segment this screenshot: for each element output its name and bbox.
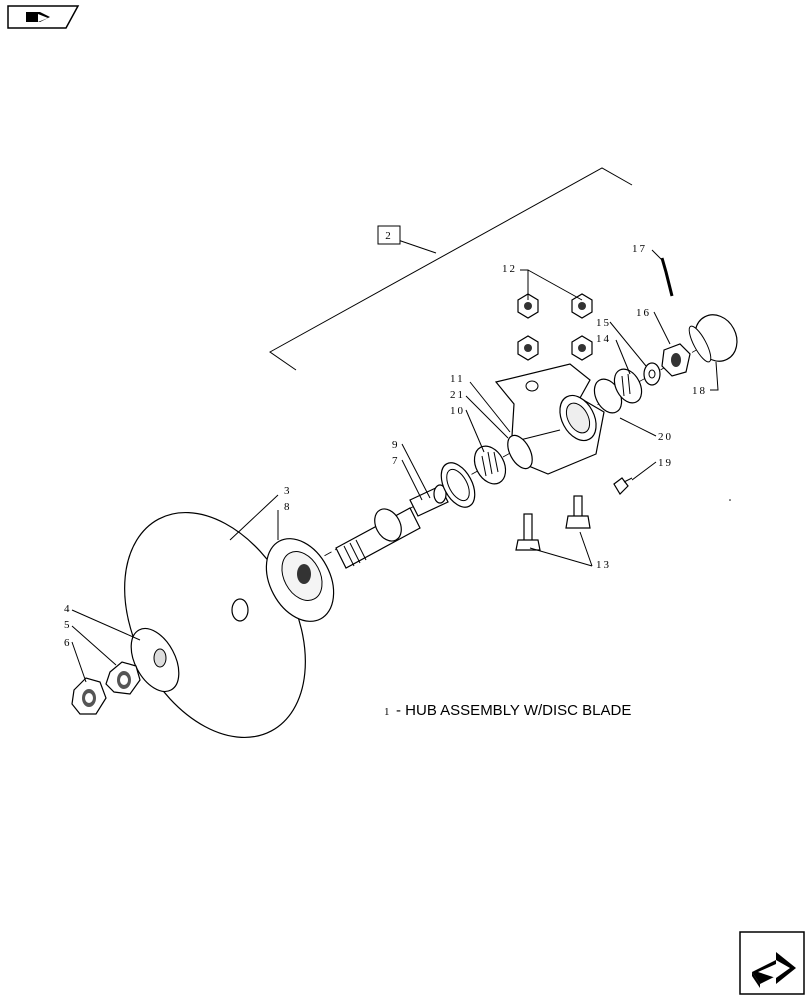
back-page-button[interactable] bbox=[7, 5, 80, 29]
spindle-shaft[interactable] bbox=[335, 484, 449, 569]
lock-nut-d[interactable] bbox=[571, 335, 593, 361]
callout-4: 4 bbox=[64, 603, 72, 615]
callout-12: 12 bbox=[502, 263, 517, 275]
callout-5: 5 bbox=[64, 619, 72, 631]
assembly-bracket bbox=[269, 167, 633, 371]
castle-nut[interactable] bbox=[661, 343, 691, 377]
callout-14: 14 bbox=[596, 333, 611, 345]
next-page-button[interactable] bbox=[739, 931, 805, 995]
flange-hub[interactable] bbox=[253, 527, 347, 633]
bearing-cup[interactable] bbox=[503, 431, 538, 472]
next-page-icon bbox=[752, 952, 796, 988]
assembly-ref-box[interactable]: 2 bbox=[377, 225, 401, 245]
caption-number: 1 bbox=[384, 706, 392, 718]
callout-numbers: 3 8 4 5 6 9 7 10 11 21 12 13 14 15 16 17… bbox=[64, 243, 707, 649]
seal[interactable] bbox=[434, 457, 481, 513]
dust-cap[interactable] bbox=[685, 307, 745, 368]
grease-fitting[interactable] bbox=[613, 477, 633, 495]
callout-21: 21 bbox=[450, 389, 465, 401]
callout-15: 15 bbox=[596, 317, 611, 329]
callout-11: 11 bbox=[450, 373, 465, 385]
leader-lines bbox=[71, 249, 719, 683]
callout-16: 16 bbox=[636, 307, 651, 319]
callout-20: 20 bbox=[658, 431, 673, 443]
callout-8: 8 bbox=[284, 501, 292, 513]
callout-10: 10 bbox=[450, 405, 465, 417]
bolt-b[interactable] bbox=[565, 495, 591, 529]
assembly-ref-label: 2 bbox=[385, 230, 393, 242]
blade-spacer[interactable] bbox=[121, 621, 188, 700]
lock-nut-b[interactable] bbox=[571, 293, 593, 319]
callout-18: 18 bbox=[692, 385, 707, 397]
caption-text: - HUB ASSEMBLY W/DISC BLADE bbox=[396, 702, 631, 719]
disc-blade[interactable] bbox=[88, 481, 342, 768]
bolt-a[interactable] bbox=[515, 513, 541, 551]
hex-nut[interactable] bbox=[71, 677, 107, 715]
thrust-washer[interactable] bbox=[643, 362, 661, 386]
callout-3: 3 bbox=[284, 485, 292, 497]
bearing-cone-inner[interactable] bbox=[468, 441, 512, 489]
back-page-icon bbox=[26, 12, 50, 22]
callout-17: 17 bbox=[632, 243, 647, 255]
callout-7: 7 bbox=[392, 455, 400, 467]
stray-dot bbox=[729, 499, 731, 501]
callout-13: 13 bbox=[596, 559, 611, 571]
callout-19: 19 bbox=[658, 457, 673, 469]
caption: 1 - HUB ASSEMBLY W/DISC BLADE bbox=[384, 702, 631, 719]
lock-nut-c[interactable] bbox=[517, 335, 539, 361]
callout-6: 6 bbox=[64, 637, 72, 649]
cotter-pin[interactable] bbox=[660, 257, 674, 297]
outer-bearing[interactable] bbox=[609, 364, 647, 407]
jam-nut[interactable] bbox=[105, 661, 141, 695]
callout-9: 9 bbox=[392, 439, 400, 451]
